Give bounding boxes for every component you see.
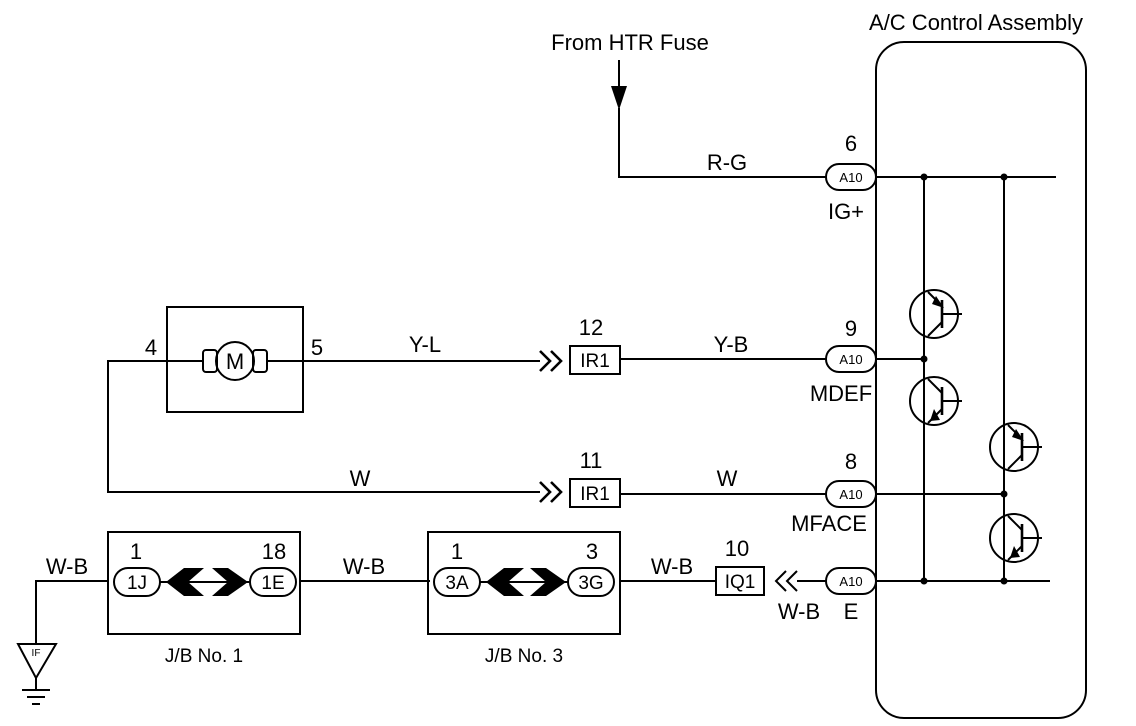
source-label: From HTR Fuse <box>551 30 709 55</box>
ground-icon <box>16 643 58 705</box>
wire-label-wb-right: W-B <box>651 554 693 579</box>
wire-rg <box>618 108 826 178</box>
wire-label-wb-ground: W-B <box>46 554 88 579</box>
jb-right-arrow-icon <box>530 568 566 596</box>
wire-label-yb: Y-B <box>714 332 749 357</box>
feed-arrow-icon <box>611 60 627 110</box>
inline-connector-pin: 12 <box>579 315 603 340</box>
terminal-name: E <box>844 599 859 624</box>
terminal-name: MFACE <box>791 511 867 536</box>
terminal-mdef: 9 A10 MDEF <box>810 316 877 406</box>
wire-w-left <box>107 360 540 493</box>
wire-label-wb-e: W-B <box>778 599 820 624</box>
motor-pin-left: 4 <box>145 335 157 360</box>
terminal-connector: A10 <box>839 574 862 589</box>
terminal-connector: A10 <box>839 487 862 502</box>
ground-label: IF <box>32 648 41 659</box>
terminal-pin: 8 <box>845 449 857 474</box>
terminal-ig: 6 A10 IG+ <box>825 131 877 224</box>
inline-connector-pin: 11 <box>580 448 603 473</box>
jb-name: J/B No. 3 <box>485 646 563 667</box>
jb-right-arrow-icon <box>212 568 248 596</box>
inline-connector-pin: 10 <box>725 536 749 561</box>
wire-label-w-right: W <box>717 466 738 491</box>
jb-right-code: 3G <box>578 573 603 594</box>
jb-right-code: 1E <box>261 573 284 594</box>
inline-connector-code: IQ1 <box>725 572 756 593</box>
transistor-icon <box>909 376 962 426</box>
terminal-connector: A10 <box>839 170 862 185</box>
inline-connector-code: IR1 <box>580 351 610 372</box>
jb-right-pin: 18 <box>262 539 286 564</box>
motor-pin-right: 5 <box>311 335 323 360</box>
jb-right-pin: 3 <box>586 539 598 564</box>
assembly-title: A/C Control Assembly <box>869 10 1083 35</box>
junction-block-1: 1 18 1J 1E J/B No. 1 <box>107 531 301 667</box>
jb-left-arrow-icon <box>166 568 204 596</box>
jb-left-code: 3A <box>445 573 469 594</box>
inline-connector-code: IR1 <box>580 484 610 505</box>
wire-label-rg: R-G <box>707 150 747 175</box>
wire-label-wb-mid: W-B <box>343 554 385 579</box>
terminal-name: MDEF <box>810 381 872 406</box>
junction-block-3: 1 3 3A 3G J/B No. 3 <box>427 531 621 667</box>
jb-left-arrow-icon <box>486 568 524 596</box>
terminal-connector: A10 <box>839 352 862 367</box>
inline-connector-iq1-box <box>715 566 765 596</box>
transistor-icon <box>989 513 1042 563</box>
control-assembly-box <box>875 41 1087 719</box>
terminal-name: IG+ <box>828 199 864 224</box>
transistor-icon <box>909 289 962 339</box>
terminal-mface: 8 A10 MFACE <box>791 449 877 536</box>
wire-wb-ground <box>35 580 108 644</box>
jb-left-pin: 1 <box>451 539 463 564</box>
wire-label-w-left: W <box>350 466 371 491</box>
terminal-e: A10 E <box>825 567 877 624</box>
motor-box <box>166 306 304 413</box>
chevron-connector-icon <box>774 570 798 592</box>
chevron-connector-icon <box>539 350 563 372</box>
jb-left-code: 1J <box>127 573 147 594</box>
wire-label-yl: Y-L <box>409 332 441 357</box>
terminal-pin: 9 <box>845 316 857 341</box>
internal-circuit <box>876 173 1056 585</box>
jb-left-pin: 1 <box>130 539 142 564</box>
terminal-pin: 6 <box>845 131 857 156</box>
transistor-icon <box>989 422 1042 472</box>
chevron-connector-icon <box>539 481 563 503</box>
jb-name: J/B No. 1 <box>165 646 243 667</box>
motor-symbol: M <box>226 349 244 374</box>
